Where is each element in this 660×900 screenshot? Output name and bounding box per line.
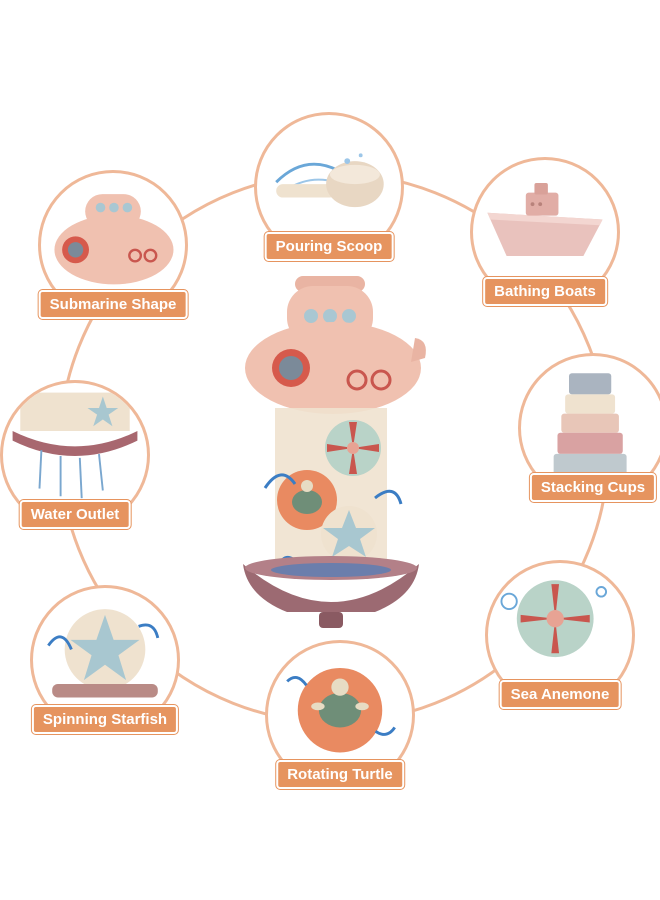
feature-rotating-turtle: Rotating Turtle — [265, 640, 415, 790]
boat-icon — [487, 183, 603, 256]
spinning-starfish-label: Spinning Starfish — [31, 705, 179, 734]
feature-submarine-shape: Submarine Shape — [38, 170, 188, 320]
feature-spinning-starfish: Spinning Starfish — [30, 585, 180, 735]
feature-pouring-scoop: Pouring Scoop — [254, 112, 404, 262]
submarine-icon — [54, 194, 174, 285]
submarine-shape-label: Submarine Shape — [38, 290, 188, 319]
scoop-icon — [275, 153, 384, 208]
feature-sea-anemone: Sea Anemone — [485, 560, 635, 710]
bath-toy-tower-image — [225, 268, 435, 648]
pouring-scoop-label: Pouring Scoop — [264, 232, 394, 261]
feature-bathing-boats: Bathing Boats — [470, 157, 620, 307]
rotating-turtle-label: Rotating Turtle — [276, 760, 404, 789]
stacking-cups-label: Stacking Cups — [529, 473, 657, 502]
stacking-cups-icon — [553, 373, 627, 476]
bathing-boats-label: Bathing Boats — [483, 277, 607, 306]
water-outlet-icon — [12, 392, 138, 499]
feature-water-outlet: Water Outlet — [0, 380, 150, 530]
starfish-icon — [47, 609, 160, 698]
water-outlet-label: Water Outlet — [19, 500, 131, 529]
feature-stacking-cups: Stacking Cups — [518, 353, 660, 503]
bath-toy-tower-icon — [243, 276, 426, 628]
anemone-icon — [500, 580, 608, 658]
turtle-icon — [286, 667, 396, 753]
sea-anemone-label: Sea Anemone — [499, 680, 621, 709]
